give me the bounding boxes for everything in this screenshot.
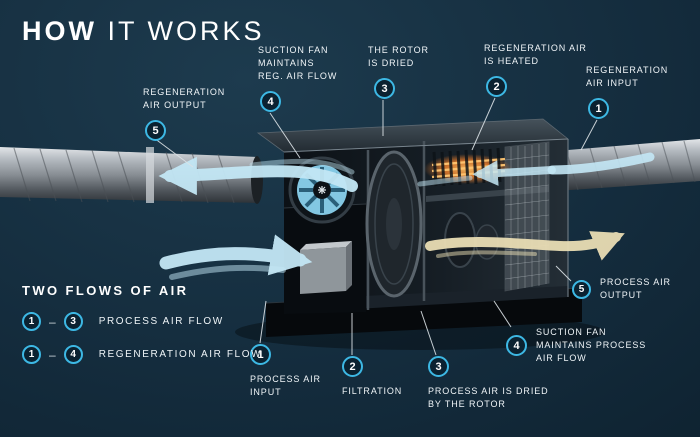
legend-row: 1 – 4 REGENERATION AIR FLOW bbox=[22, 345, 262, 364]
flow-arrows bbox=[158, 152, 655, 280]
callout-badge: 2 bbox=[342, 356, 363, 377]
callout-label: REGENERATION AIR IS HEATED bbox=[484, 43, 587, 67]
legend-label: PROCESS AIR FLOW bbox=[98, 316, 224, 327]
callout-process-air-input: 1 PROCESS AIR INPUT bbox=[250, 344, 321, 399]
process-input-arrow bbox=[159, 234, 313, 276]
callout-label: SUCTION FAN MAINTAINS PROCESS AIR FLOW bbox=[536, 327, 647, 364]
callout-filtration: 2 FILTRATION bbox=[342, 356, 402, 398]
callout-label: PROCESS AIR OUTPUT bbox=[600, 277, 671, 301]
legend-badge: 4 bbox=[63, 345, 83, 364]
callout-label: REGENERATION AIR OUTPUT bbox=[143, 87, 226, 111]
callout-rotor-is-dried: THE ROTOR IS DRIED 3 bbox=[368, 44, 429, 100]
rotor bbox=[365, 150, 423, 298]
legend-dash: – bbox=[49, 347, 56, 362]
legend-label: REGENERATION AIR FLOW bbox=[98, 349, 263, 360]
callout-process-air-output: 5 PROCESS AIR OUTPUT bbox=[572, 276, 671, 302]
legend: TWO FLOWS OF AIR 1 – 3 PROCESS AIR FLOW … bbox=[22, 283, 262, 364]
callout-regeneration-air-heated: REGENERATION AIR IS HEATED 2 bbox=[484, 42, 587, 98]
title-rest: IT WORKS bbox=[96, 16, 265, 46]
callout-badge: 1 bbox=[250, 344, 271, 365]
filter-mesh bbox=[504, 141, 550, 292]
callout-badge: 2 bbox=[486, 76, 507, 98]
callout-badge: 4 bbox=[506, 335, 527, 357]
callout-label: REGENERATION AIR INPUT bbox=[586, 65, 669, 89]
legend-badge: 1 bbox=[22, 345, 41, 364]
legend-badge: 3 bbox=[63, 312, 83, 331]
callout-label: PROCESS AIR IS DRIED BY THE ROTOR bbox=[428, 386, 549, 410]
callout-badge: 1 bbox=[588, 98, 609, 120]
callout-label: THE ROTOR IS DRIED bbox=[368, 45, 429, 69]
regeneration-output-arrow bbox=[158, 156, 358, 196]
legend-heading: TWO FLOWS OF AIR bbox=[22, 283, 189, 298]
regeneration-input-arrow bbox=[547, 152, 655, 175]
process-output-arrow bbox=[425, 231, 625, 261]
callout-badge: 3 bbox=[428, 356, 449, 377]
callout-suction-fan-process: 4 SUCTION FAN MAINTAINS PROCESS AIR FLOW bbox=[506, 326, 646, 365]
legend-badge: 1 bbox=[22, 312, 41, 331]
legend-row: 1 – 3 PROCESS AIR FLOW bbox=[22, 312, 262, 331]
title-bold: HOW bbox=[22, 16, 97, 46]
callout-badge: 5 bbox=[145, 120, 166, 142]
page-title: HOW IT WORKS bbox=[22, 16, 265, 47]
callout-badge: 4 bbox=[260, 91, 281, 113]
callout-label: PROCESS AIR INPUT bbox=[250, 374, 321, 398]
legend-dash: – bbox=[49, 314, 56, 329]
callout-process-air-dried: 3 PROCESS AIR IS DRIED BY THE ROTOR bbox=[428, 356, 549, 411]
callout-badge: 5 bbox=[572, 279, 591, 299]
callout-label: FILTRATION bbox=[342, 386, 403, 396]
callout-badge: 3 bbox=[374, 78, 395, 100]
callout-suction-fan-reg: SUCTION FAN MAINTAINS REG. AIR FLOW 4 bbox=[258, 44, 338, 113]
callout-regeneration-air-output: REGENERATION AIR OUTPUT 5 bbox=[143, 86, 226, 142]
callout-regeneration-air-input: REGENERATION AIR INPUT 1 bbox=[586, 64, 669, 120]
callout-label: SUCTION FAN MAINTAINS REG. AIR FLOW bbox=[258, 45, 338, 82]
leader-lines bbox=[153, 97, 598, 356]
